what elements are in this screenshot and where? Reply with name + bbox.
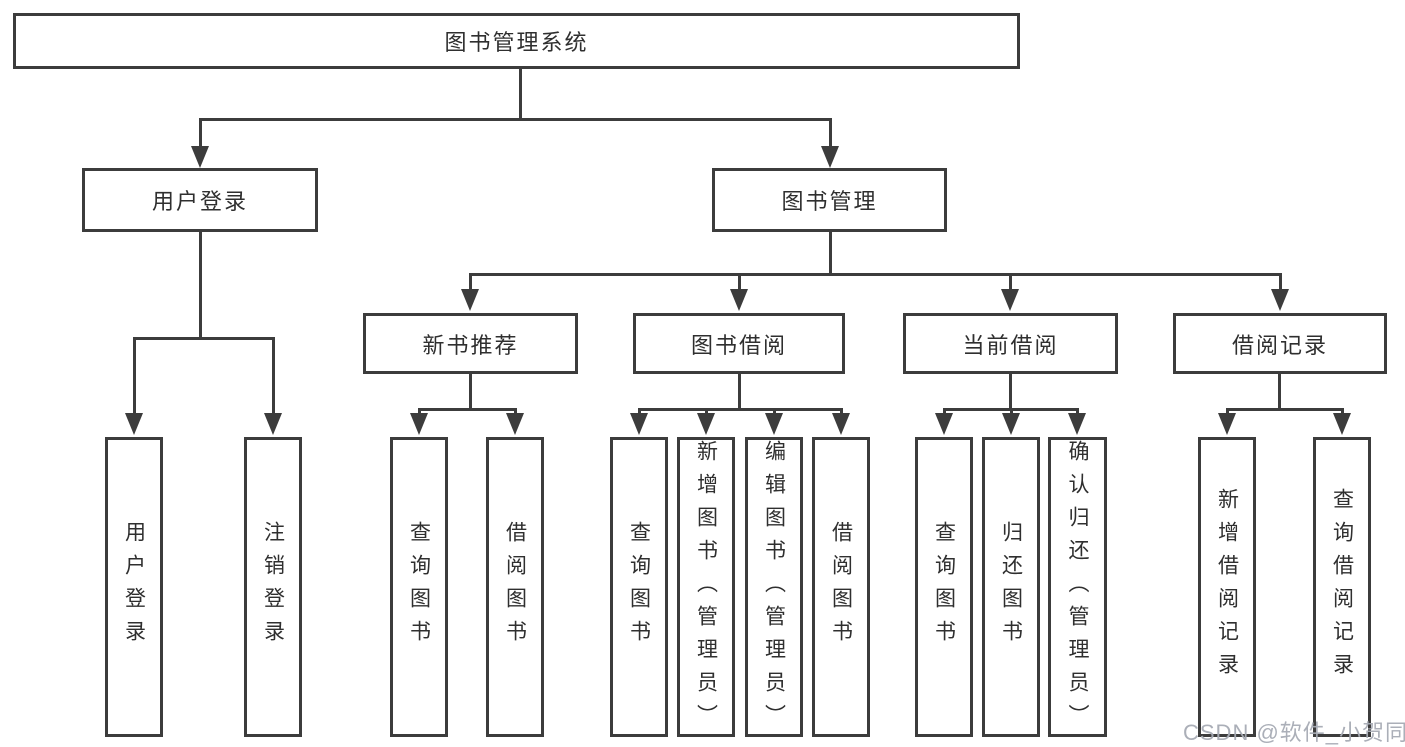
connector-line (1225, 408, 1229, 417)
connector-line (839, 408, 843, 417)
connector-line (417, 408, 421, 417)
node-logout: 注销登录 (244, 437, 302, 737)
node-add-borrow-record: 新增借阅记录 (1198, 437, 1256, 737)
connector-line (704, 408, 708, 417)
node-confirm-return-admin: 确认归还（管理员） (1048, 437, 1107, 737)
node-library-management-system: 图书管理系统 (13, 13, 1020, 69)
arrow-down-icon (730, 289, 748, 311)
arrow-down-icon (1001, 289, 1019, 311)
node-borrowing-query-books: 查询图书 (610, 437, 668, 737)
node-edit-books-admin: 编辑图书（管理员） (745, 437, 803, 737)
connector-line (468, 373, 472, 411)
arrow-down-icon (1271, 289, 1289, 311)
arrow-down-icon (191, 146, 209, 168)
connector-line (1075, 408, 1079, 417)
arrow-down-icon (630, 413, 648, 435)
node-book-borrowing: 图书借阅 (633, 313, 845, 374)
node-user-login-action: 用户登录 (105, 437, 163, 737)
connector-line (1008, 273, 1012, 293)
node-current-borrowing: 当前借阅 (903, 313, 1118, 374)
arrow-down-icon (832, 413, 850, 435)
connector-line (1225, 408, 1344, 411)
connector-line (198, 118, 832, 121)
node-return-books: 归还图书 (982, 437, 1040, 737)
arrow-down-icon (765, 413, 783, 435)
connector-line (828, 118, 832, 150)
connector-line (942, 408, 946, 417)
connector-line (1009, 408, 1013, 417)
node-user-login: 用户登录 (82, 168, 318, 232)
node-add-books-admin: 新增图书（管理员） (677, 437, 735, 737)
connector-line (1008, 373, 1012, 411)
arrow-down-icon (125, 413, 143, 435)
connector-line (132, 337, 136, 417)
connector-line (828, 231, 832, 276)
connector-line (132, 337, 275, 340)
connector-line (198, 231, 202, 340)
connector-line (737, 273, 741, 293)
arrow-down-icon (1333, 413, 1351, 435)
arrow-down-icon (461, 289, 479, 311)
connector-line (737, 373, 741, 411)
connector-line (637, 408, 641, 417)
connector-line (518, 68, 522, 121)
arrow-down-icon (1068, 413, 1086, 435)
connector-line (1277, 373, 1281, 411)
connector-line (513, 408, 517, 417)
node-book-management: 图书管理 (712, 168, 947, 232)
arrow-down-icon (697, 413, 715, 435)
connector-line (1340, 408, 1344, 417)
node-borrowing-borrow-books: 借阅图书 (812, 437, 870, 737)
arrow-down-icon (935, 413, 953, 435)
connector-line (772, 408, 776, 417)
node-recommend-borrow-books: 借阅图书 (486, 437, 544, 737)
csdn-watermark: CSDN @软件_小贺同学 (1183, 720, 1405, 745)
connector-line (417, 408, 517, 411)
connector-line (468, 273, 1282, 276)
connector-line (1278, 273, 1282, 293)
arrow-down-icon (506, 413, 524, 435)
node-recommend-query-books: 查询图书 (390, 437, 448, 737)
arrow-down-icon (1002, 413, 1020, 435)
node-borrowing-records: 借阅记录 (1173, 313, 1387, 374)
node-new-book-recommendation: 新书推荐 (363, 313, 578, 374)
arrow-down-icon (1218, 413, 1236, 435)
node-current-query-books: 查询图书 (915, 437, 973, 737)
connector-line (468, 273, 472, 293)
arrow-down-icon (410, 413, 428, 435)
connector-line (198, 118, 202, 150)
node-query-borrow-record: 查询借阅记录 (1313, 437, 1371, 737)
connector-line (637, 408, 843, 411)
arrow-down-icon (264, 413, 282, 435)
arrow-down-icon (821, 146, 839, 168)
connector-line (271, 337, 275, 417)
